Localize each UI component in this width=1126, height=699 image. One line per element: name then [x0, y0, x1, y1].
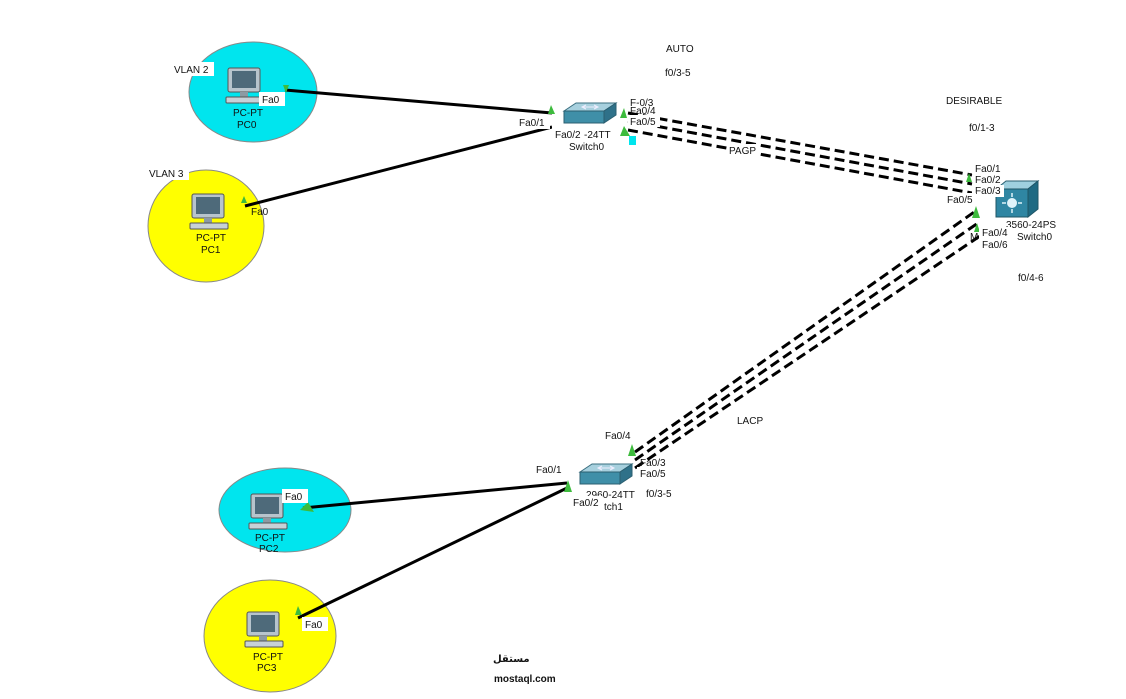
pc3-name-label: PC3: [257, 663, 277, 674]
watermark: مستقل mostaql.com: [493, 654, 556, 685]
port-up-icon: [300, 502, 314, 512]
ml-switch-prefix-label: M: [970, 232, 978, 243]
ml-switch-port-fa0-2: Fa0/2: [975, 175, 1001, 186]
pc-icon: [189, 193, 229, 230]
port-up-icon: [564, 480, 572, 492]
pc0-model-label: PC-PT: [233, 108, 263, 119]
lacp-link-3[interactable]: [634, 234, 981, 470]
pc-icon: [225, 67, 265, 104]
pc0-port-label: Fa0: [262, 95, 280, 106]
switch0-model-label: -24TT: [584, 130, 611, 141]
ml-switch-port-fa0-5: Fa0/5: [947, 195, 973, 206]
port-up-icon: [548, 105, 555, 114]
ml-switch-port-fa0-1: Fa0/1: [975, 164, 1001, 175]
switch0-port-fa0-4: Fa0/4: [630, 106, 656, 117]
pc2-port-label: Fa0: [285, 492, 303, 503]
port-up-icon: [966, 173, 972, 182]
pc3-port-label: Fa0: [305, 620, 323, 631]
vlan2-label-top: VLAN 2: [174, 65, 209, 76]
pc-icon: [248, 493, 288, 530]
desirable-range-note: f0/1-3: [969, 123, 995, 134]
port-up-icon: [974, 223, 980, 232]
pc2-model-label: PC-PT: [255, 533, 285, 544]
switch0[interactable]: [562, 102, 618, 124]
port-link-marker: [629, 136, 636, 145]
cable-pc2-switch1[interactable]: [302, 481, 568, 510]
ml-switch-port-fa0-3: Fa0/3: [975, 186, 1001, 197]
pc1[interactable]: [189, 193, 229, 230]
auto-note: AUTO: [666, 44, 694, 55]
vlan-zones: [147, 41, 352, 693]
vlan3-label-top: VLAN 3: [149, 169, 184, 180]
ml-switch-name-label: Switch0: [1017, 232, 1052, 243]
pc1-model-label: PC-PT: [196, 233, 226, 244]
cable-pc3-switch1[interactable]: [297, 486, 568, 620]
port-up-icon: [283, 85, 289, 93]
pc1-name-label: PC1: [201, 245, 221, 256]
cable-pc0-switch0[interactable]: [284, 88, 553, 115]
pc0-name-label: PC0: [237, 120, 257, 131]
watermark-latin-logo: mostaql.com: [494, 674, 556, 685]
pc1-port-label: Fa0: [251, 207, 269, 218]
pagp-note: PAGP: [729, 146, 756, 157]
switch0-port-fa0-2: Fa0/2: [555, 130, 581, 141]
auto-range-note: f0/3-5: [665, 68, 691, 79]
pagp-link-2[interactable]: [627, 119, 973, 186]
switch0-name-label: Switch0: [569, 142, 604, 153]
switch1-port-fa0-5: Fa0/5: [640, 469, 666, 480]
switch1-port-fa0-2: Fa0/2: [573, 498, 599, 509]
ml-switch-port-fa0-4: Fa0/4: [982, 228, 1008, 239]
port-up-icon: [620, 126, 630, 136]
port-up-icon: [972, 206, 980, 218]
cable-pc1-switch0[interactable]: [244, 125, 553, 208]
pc-icon: [244, 611, 284, 648]
switch0-port-fa0-5: Fa0/5: [630, 117, 656, 128]
pagp-link-1[interactable]: [627, 111, 973, 177]
switch1-range-note: f0/3-5: [646, 489, 672, 500]
switch1[interactable]: [578, 463, 634, 485]
switch1-port-fa0-4: Fa0/4: [605, 431, 631, 442]
desirable-note: DESIRABLE: [946, 96, 1002, 107]
port-indicators: [241, 85, 980, 615]
switch-icon: [562, 102, 618, 124]
port-up-icon: [295, 606, 302, 615]
switch0-port-fa0-1: Fa0/1: [519, 118, 545, 129]
pc2-name-label: PC2: [259, 544, 279, 555]
labels: VLAN 2 VLAN 3 Fa0 PC-PT PC0 Fa0 PC-PT PC…: [145, 44, 1056, 674]
switch1-port-fa0-1: Fa0/1: [536, 465, 562, 476]
lacp-note: LACP: [737, 416, 763, 427]
cables: [244, 88, 981, 620]
ml-switch-port-fa0-6: Fa0/6: [982, 240, 1008, 251]
ml-switch-model-label: 3560-24PS: [1006, 220, 1056, 231]
pc3[interactable]: [244, 611, 284, 648]
pc0[interactable]: [225, 67, 265, 104]
switch1-model-label: 2960-24TT: [586, 490, 635, 501]
watermark-arabic-logo: مستقل: [493, 654, 530, 665]
switch1-name-label: tch1: [604, 502, 623, 513]
lacp-link-2[interactable]: [634, 221, 979, 462]
port-up-icon: [620, 108, 627, 118]
switch0-port-fa0-3: F-0/3: [630, 98, 654, 109]
pagp-link-3[interactable]: [627, 128, 973, 195]
lacp-link-1[interactable]: [634, 208, 978, 454]
port-up-icon: [241, 196, 247, 203]
switch-icon: [578, 463, 634, 485]
core-range-note: f0/4-6: [1018, 273, 1044, 284]
pc3-model-label: PC-PT: [253, 652, 283, 663]
pc2[interactable]: [248, 493, 288, 530]
pc2-vlan2-zone[interactable]: [218, 467, 352, 553]
port-up-icon: [628, 444, 636, 456]
switch1-port-fa0-3: Fa0/3: [640, 458, 666, 469]
